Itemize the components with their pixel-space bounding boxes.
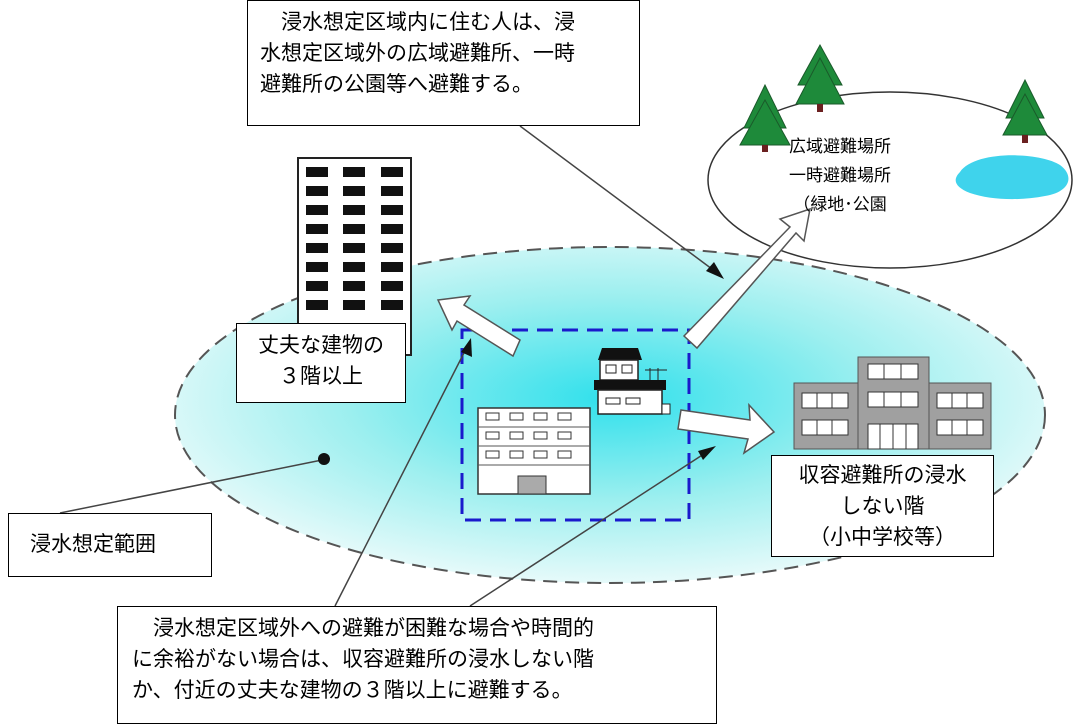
callout-line: 収容避難所の浸水 <box>798 463 967 487</box>
house-icon <box>594 348 671 415</box>
apartment-icon <box>477 407 591 495</box>
callout-box-flood-area: 浸水想定範囲 <box>8 513 212 577</box>
tree-icon <box>795 43 845 112</box>
callout-line: 浸水想定範囲 <box>30 532 156 556</box>
callout-line: 水想定区域外の広域避難所、一時 <box>260 41 575 65</box>
pointer-arrowhead <box>698 446 716 460</box>
arrow-to-tall-building <box>436 295 521 358</box>
tree-icon <box>1002 78 1048 143</box>
callout-box-sturdy-building: 丈夫な建物の ３階以上 <box>236 323 406 403</box>
school-icon <box>793 356 992 450</box>
flood-area-dot <box>318 453 330 465</box>
pointer-arrowhead <box>706 262 724 279</box>
tree-icon <box>739 83 791 152</box>
callout-line: に余裕がない場合は、収容避難所の浸水しない階 <box>132 647 594 671</box>
callout-box-shelter: 収容避難所の浸水 しない階 （小中学校等） <box>771 455 994 557</box>
park-label-line: （緑地･公園 <box>793 195 887 215</box>
callout-line: 浸水想定区域内に住む人は、浸 <box>260 10 575 34</box>
pointer-arrowhead <box>461 338 472 357</box>
callout-line: 丈夫な建物の <box>258 333 384 357</box>
pointer-line-bottom-right <box>469 449 711 607</box>
pond-icon <box>955 155 1069 200</box>
callout-line: ３階以上 <box>279 364 363 388</box>
callout-line: （小中学校等） <box>809 525 956 549</box>
park-label-line: 一時避難場所 <box>789 166 891 186</box>
park-label-line: 広域避難場所 <box>789 137 891 157</box>
pointer-line-area <box>59 459 323 514</box>
callout-line: しない階 <box>840 494 925 518</box>
callout-line: 浸水想定区域外への避難が困難な場合や時間的 <box>132 616 594 640</box>
pointer-line-bottom-left <box>334 344 469 607</box>
house-zone-boundary <box>460 328 691 522</box>
pointer-line-top <box>519 125 721 276</box>
callout-box-bottom: 浸水想定区域外への避難が困難な場合や時間的 に余裕がない場合は、収容避難所の浸水… <box>117 606 717 724</box>
arrow-to-park <box>682 207 811 350</box>
park-label: 広域避難場所 一時避難場所 （緑地･公園 <box>780 133 900 220</box>
callout-line: か、付近の丈夫な建物の３階以上に避難する。 <box>132 678 573 702</box>
arrow-to-school <box>677 402 776 455</box>
callout-box-top: 浸水想定区域内に住む人は、浸 水想定区域外の広域避難所、一時 避難所の公園等へ避… <box>247 0 640 126</box>
callout-line: 避難所の公園等へ避難する。 <box>260 72 533 96</box>
